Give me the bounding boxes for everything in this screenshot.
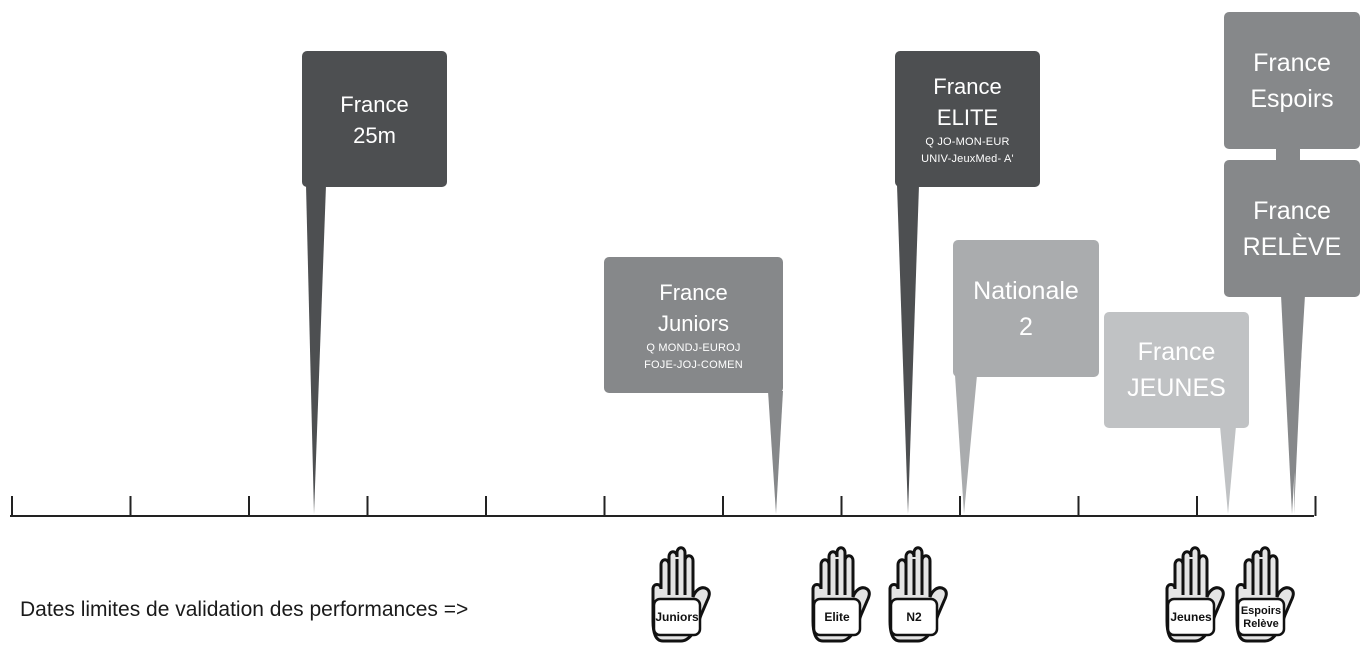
flag-title-line: France: [933, 74, 1002, 99]
flag-pole-nationale-2: [955, 375, 977, 514]
hand-icon-elite: Elite: [811, 546, 871, 643]
flag-title-line: 2: [1019, 312, 1033, 341]
hand-label: Espoirs: [1241, 605, 1281, 617]
flag-title-line: ELITE: [936, 105, 999, 130]
flag-title-line: France: [1137, 338, 1216, 366]
flag-title-line: Espoirs: [1250, 84, 1334, 113]
flag-pole-france-espoirs: [1294, 297, 1304, 514]
flag-title-line: Nationale: [973, 276, 1079, 305]
flag-pole-france-juniors: [768, 391, 783, 514]
flag-title-line: France: [340, 92, 409, 117]
flag-title-line: 25m: [353, 123, 396, 148]
flag-subtitle-line: Q JO-MON-EUR: [925, 136, 1010, 148]
flag-subtitle-line: UNIV-JeuxMed- A': [921, 153, 1014, 165]
hand-label: Jeunes: [1170, 610, 1212, 624]
hand-label: Relève: [1243, 618, 1278, 630]
hand-icon-jeunes: Jeunes: [1165, 546, 1225, 643]
flag-title-line: France: [659, 280, 728, 305]
flag-pole-france-jeunes: [1220, 426, 1236, 514]
hand-label: N2: [906, 610, 922, 624]
hand-icon-n2: N2: [888, 546, 948, 643]
flag-pole-france-25m: [306, 185, 326, 514]
timeline-axis: [10, 496, 1317, 517]
flag-subtitle-line: Q MONDJ-EUROJ: [646, 342, 741, 354]
flag-pole-france-espoirs: [1276, 146, 1300, 162]
flag-title-line: France: [1253, 196, 1331, 225]
flag-poles: [306, 146, 1305, 514]
hand-icon-juniors: Juniors: [651, 546, 711, 643]
flag-title-line: Juniors: [658, 311, 729, 336]
flag-france-25m: France 25m: [302, 51, 447, 187]
flag-nationale-2: Nationale 2: [953, 240, 1099, 377]
flag-title-line: France: [1253, 48, 1331, 77]
flag-title-line: JEUNES: [1127, 374, 1226, 402]
hand-label: Juniors: [655, 610, 699, 624]
hand-label: Elite: [824, 610, 850, 624]
flag-pole-france-elite: [897, 185, 919, 514]
flag-title-line: RELÈVE: [1242, 232, 1342, 261]
flag-subtitle-line: FOJE-JOJ-COMEN: [644, 359, 743, 371]
deadline-caption: Dates limites de validation des performa…: [20, 598, 469, 621]
